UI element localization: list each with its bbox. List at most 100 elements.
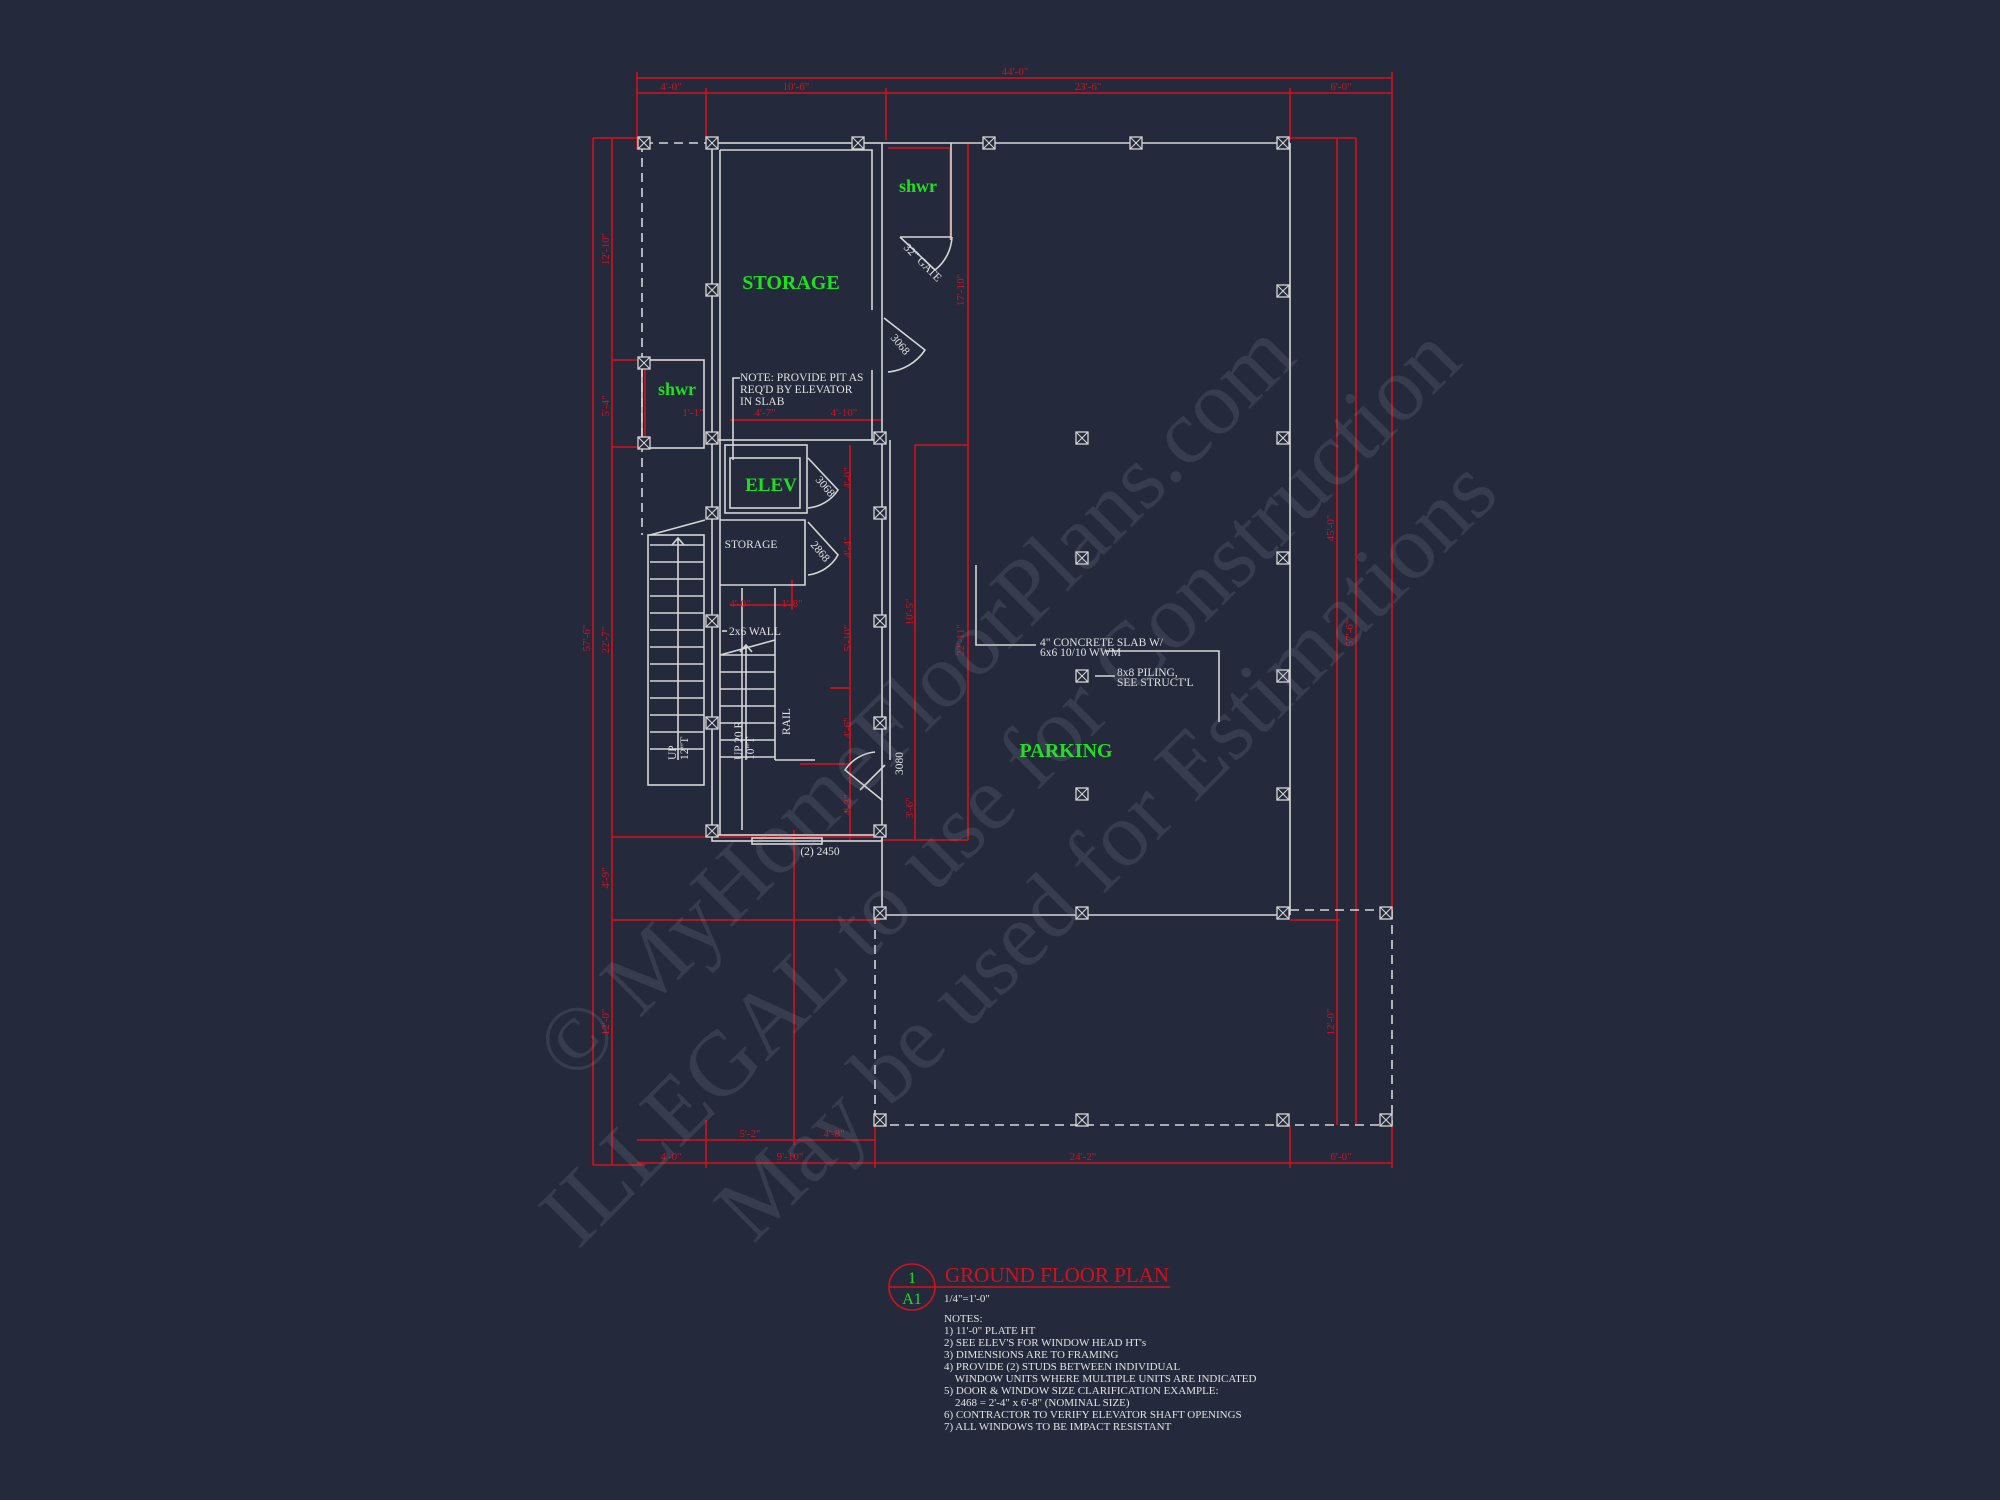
note-line: NOTE: PROVIDE PIT AS <box>740 372 863 384</box>
piling-icon <box>873 906 887 920</box>
piling-note: 8x8 PILING, <box>1117 667 1178 679</box>
dim-top-overall: 44'-0" <box>1002 66 1029 78</box>
detail-number: 1 <box>908 1270 916 1287</box>
room-label-elevator: ELEV <box>745 475 797 496</box>
door-swings <box>807 143 953 801</box>
wall-note: 2x6 WALL <box>729 626 781 638</box>
dim-left: 12'-10" <box>600 233 612 265</box>
dim-inner: 4'-6" <box>842 717 854 738</box>
stair1-up: UP <box>667 745 679 760</box>
gate-label: 32" GATE <box>901 242 944 285</box>
dim-left: 5'-4" <box>600 395 612 416</box>
notes-list: 1) 11'-0" PLATE HT2) SEE ELEV'S FOR WIND… <box>944 1325 1257 1433</box>
dim-left: 4'-9" <box>600 867 612 888</box>
piling-icon <box>1276 787 1290 801</box>
dim-bottom-inner: 4'-8" <box>823 1128 844 1140</box>
piling-icon <box>1276 551 1290 565</box>
piling-icon <box>705 283 719 297</box>
title-block: 1 A1 GROUND FLOOR PLAN 1/4"=1'-0" NOTES:… <box>888 1263 1257 1433</box>
dim-inner: 5'-10" <box>842 625 854 652</box>
drawing-scale: 1/4"=1'-0" <box>944 1293 990 1305</box>
piling-icon <box>873 506 887 520</box>
piling-icon <box>1276 136 1290 150</box>
dim-bottom: 24'-2" <box>1070 1151 1097 1163</box>
stair2-up: UP 20 R <box>733 720 745 760</box>
dim-left: 22'-7" <box>600 627 612 654</box>
dim-inner: 10'-5" <box>904 599 916 626</box>
note-item: 3) DIMENSIONS ARE TO FRAMING <box>944 1349 1118 1361</box>
door-3080-label: 3080 <box>894 752 906 775</box>
slab-note: 4" CONCRETE SLAB W/ <box>1040 637 1164 649</box>
piling-icon <box>637 356 651 370</box>
note-item: WINDOW UNITS WHERE MULTIPLE UNITS ARE IN… <box>944 1373 1257 1385</box>
dim-inner: 1'-8" <box>781 598 802 610</box>
piling-icon <box>705 614 719 628</box>
piling-icon <box>705 506 719 520</box>
rail-note: RAIL <box>781 708 793 735</box>
dimension-labels: 44'-0" 4'-0" 10'-6" 23'-6" 6'-0" 5'-2" 4… <box>581 66 1356 1163</box>
piling-icon <box>982 136 996 150</box>
dim-top: 6'-0" <box>1330 81 1351 93</box>
pilings <box>637 136 1393 1127</box>
piling-icon <box>705 824 719 838</box>
dim-bottom: 9'-10" <box>777 1151 804 1163</box>
piling-icon <box>873 824 887 838</box>
sheet-number: A1 <box>902 1291 922 1308</box>
dim-inner: 3'-6" <box>904 797 916 818</box>
dim-right: 57'-6" <box>1344 620 1356 647</box>
leader-lines <box>671 377 1220 760</box>
dim-top: 23'-6" <box>1075 81 1102 93</box>
dim-inner: 4'-10" <box>831 407 858 419</box>
piling-icon <box>1075 669 1089 683</box>
room-label-storage: STORAGE <box>742 272 839 294</box>
pit-note: NOTE: PROVIDE PIT AS REQ'D BY ELEVATOR I… <box>740 372 863 408</box>
dim-bottom: 6'-0" <box>1330 1151 1351 1163</box>
piling-icon <box>637 436 651 450</box>
dim-inner: 4'-0" <box>729 598 750 610</box>
note-item: 7) ALL WINDOWS TO BE IMPACT RESISTANT <box>944 1421 1172 1433</box>
watermark: © MyHomeFloorPlans.com ILLEGAL to use fo… <box>516 302 1516 1265</box>
piling-icon <box>1276 1113 1290 1127</box>
piling-icon <box>637 136 651 150</box>
dim-inner: 4'-7" <box>754 407 775 419</box>
piling-icon <box>1276 284 1290 298</box>
room-label-parking: PARKING <box>1020 740 1113 762</box>
piling-icon <box>873 1113 887 1127</box>
note-item: 4) PROVIDE (2) STUDS BETWEEN INDIVIDUAL <box>944 1361 1180 1373</box>
dimension-lines <box>592 72 1393 1168</box>
door-2868: 2868 <box>808 539 832 565</box>
drawing-title: GROUND FLOOR PLAN <box>945 1263 1169 1287</box>
dim-top: 4'-0" <box>660 81 681 93</box>
stair1-tread: 12"T <box>679 737 691 760</box>
slab-note-2: 6x6 10/10 WWM <box>1040 647 1121 659</box>
piling-icon <box>705 136 719 150</box>
piling-icon <box>1379 1113 1393 1127</box>
piling-icon <box>705 431 719 445</box>
piling-icon <box>873 431 887 445</box>
note-line: REQ'D BY ELEVATOR <box>740 384 853 396</box>
note-item: 1) 11'-0" PLATE HT <box>944 1325 1036 1337</box>
note-item: 2) SEE ELEV'S FOR WINDOW HEAD HT's <box>944 1337 1146 1349</box>
dim-inner: 4'-0" <box>842 467 854 488</box>
dim-inner: 4'-3" <box>842 794 854 815</box>
dim-left: 12'-0" <box>600 1009 612 1036</box>
room-label-shower-top: shwr <box>899 176 937 196</box>
dim-inner: 17'-10" <box>955 274 967 306</box>
piling-icon <box>1129 136 1143 150</box>
piling-icon <box>873 716 887 730</box>
dim-inner: 4'-4" <box>842 536 854 557</box>
dim-left-overall: 57'-6" <box>581 625 593 652</box>
piling-icon <box>873 614 887 628</box>
room-label-shower-left: shwr <box>658 379 696 399</box>
room-label-storage-small: STORAGE <box>725 539 778 551</box>
stair2-tread: 10"T <box>745 737 757 760</box>
piling-icon <box>1075 906 1089 920</box>
piling-icon <box>1075 551 1089 565</box>
note-item: 2468 = 2'-4" x 6'-8" (NOMINAL SIZE) <box>944 1397 1130 1409</box>
piling-icon <box>1276 669 1290 683</box>
piling-icon <box>1075 1113 1089 1127</box>
dim-top: 10'-6" <box>783 81 810 93</box>
dim-right: 12'-0" <box>1325 1009 1337 1036</box>
piling-icon <box>1075 787 1089 801</box>
